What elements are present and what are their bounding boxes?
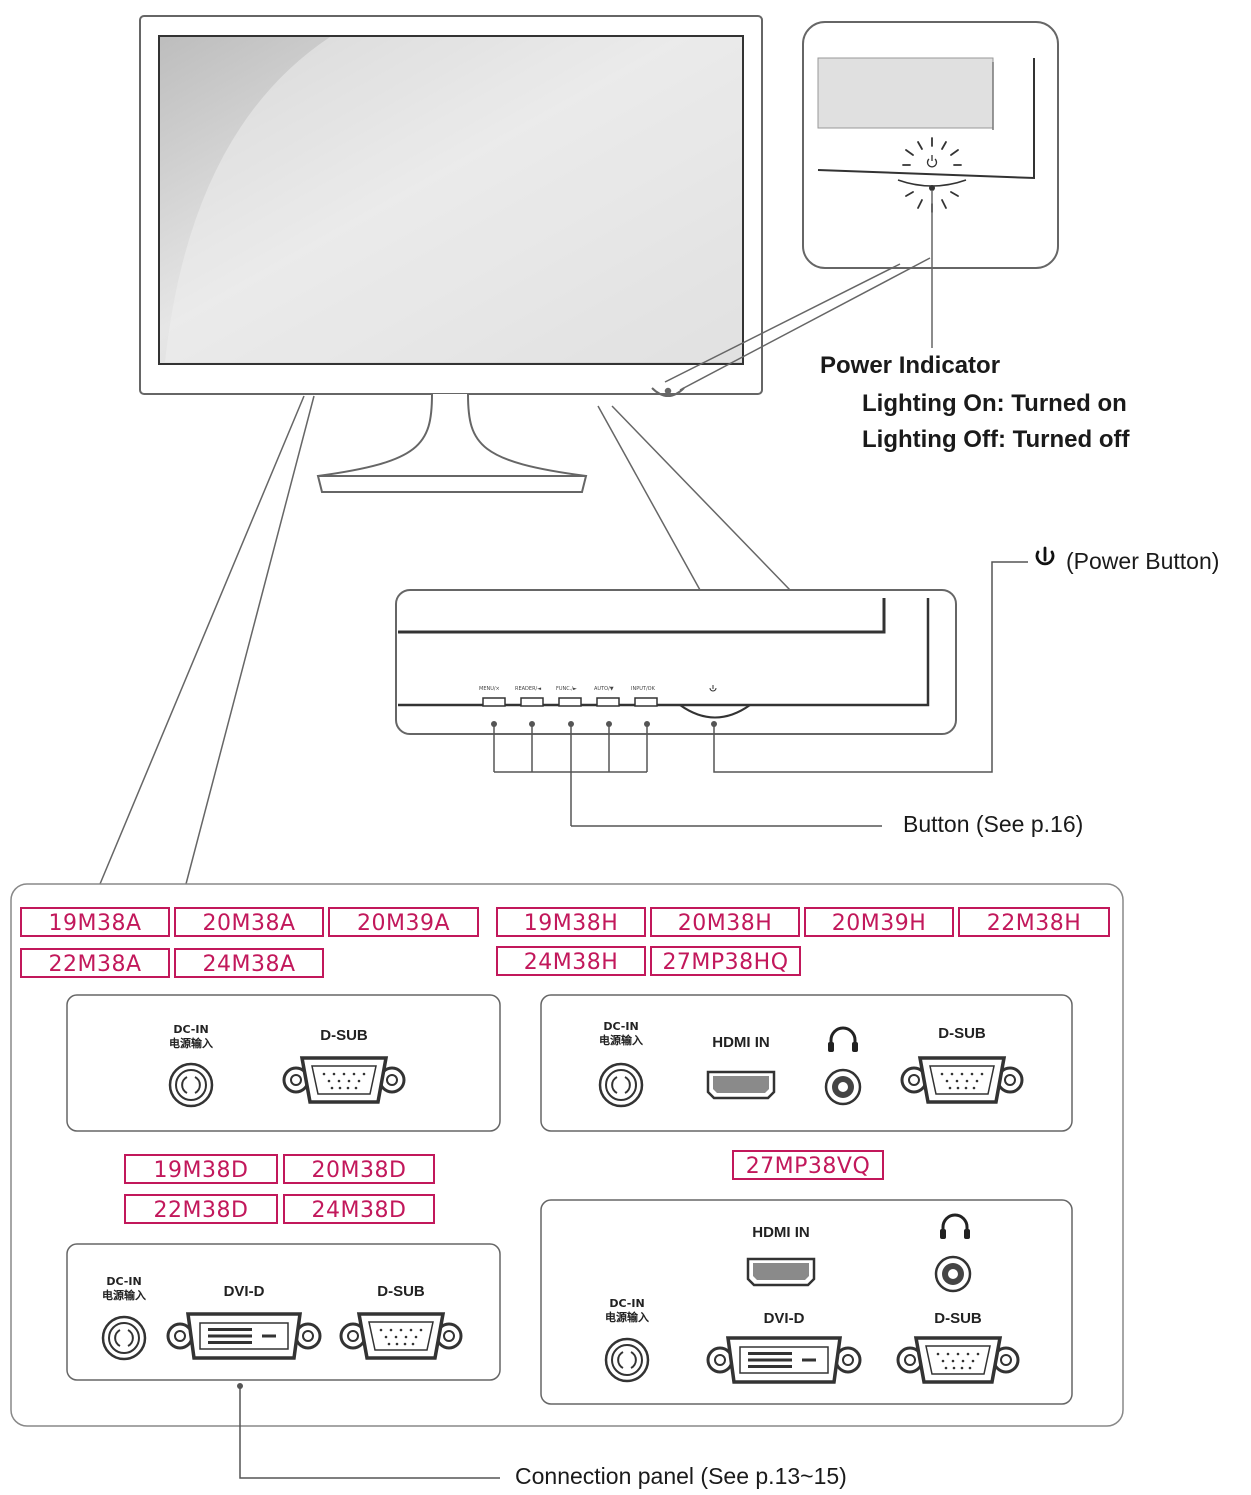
dvi-d-label: DVI-D	[223, 1283, 265, 1300]
d-sub-label: D-SUB	[938, 1025, 986, 1042]
front-button-label: AUTO/▼	[594, 686, 614, 692]
power-indicator-off-text: Lighting Off: Turned off	[862, 426, 1130, 453]
model-tag: 22M38H	[958, 907, 1110, 937]
model-tag: 19M38A	[20, 907, 170, 937]
model-tag: 22M38D	[124, 1194, 278, 1224]
model-tag: 20M38D	[283, 1154, 435, 1184]
d-sub-label: D-SUB	[320, 1027, 368, 1044]
front-button-label: FUNC./►	[556, 686, 577, 692]
connection-panel-box	[10, 395, 1124, 1479]
d-sub-label: D-SUB	[934, 1310, 982, 1327]
button-label: Button (See p.16)	[903, 811, 1084, 837]
model-tag: 19M38H	[496, 907, 646, 937]
power-symbol-icon	[1035, 546, 1055, 566]
model-tag: 22M38A	[20, 948, 170, 978]
dc-in-label: DC-IN 电源输入	[605, 1297, 649, 1324]
hdmi-in-label: HDMI IN	[712, 1034, 770, 1051]
power-indicator-on-text: Lighting On: Turned on	[862, 390, 1127, 417]
power-indicator-title: Power Indicator	[820, 352, 1001, 379]
dc-in-label: DC-IN 电源输入	[169, 1023, 213, 1050]
model-tag: 19M38D	[124, 1154, 278, 1184]
power-indicator-zoom	[802, 21, 1059, 269]
front-button-label: MENU/×	[479, 686, 500, 692]
model-tag: 24M38H	[496, 946, 646, 976]
model-tag: 24M38A	[174, 948, 324, 978]
dc-in-label: DC-IN 电源输入	[102, 1275, 146, 1302]
front-button-label: READER/◄	[515, 686, 542, 692]
button-panel-zoom	[395, 405, 957, 735]
model-tag: 20M38H	[650, 907, 800, 937]
dc-in-label: DC-IN 电源输入	[599, 1020, 643, 1047]
button-leaders	[491, 561, 1028, 827]
front-button-label: INPUT/OK	[631, 686, 655, 692]
d-sub-label: D-SUB	[377, 1283, 425, 1300]
power-button-label: (Power Button)	[1066, 548, 1220, 574]
model-tag: 24M38D	[283, 1194, 435, 1224]
callout-lines	[664, 190, 933, 395]
dvi-d-label: DVI-D	[763, 1310, 805, 1327]
monitor-front	[139, 15, 763, 493]
model-tag: 27MP38VQ	[732, 1150, 884, 1180]
model-tag: 20M38A	[174, 907, 324, 937]
model-tag: 20M39H	[804, 907, 954, 937]
connection-panel-label: Connection panel (See p.13~15)	[515, 1463, 847, 1489]
model-tag: 20M39A	[328, 907, 479, 937]
hdmi-in-label: HDMI IN	[752, 1224, 810, 1241]
model-tag: 27MP38HQ	[650, 946, 801, 976]
